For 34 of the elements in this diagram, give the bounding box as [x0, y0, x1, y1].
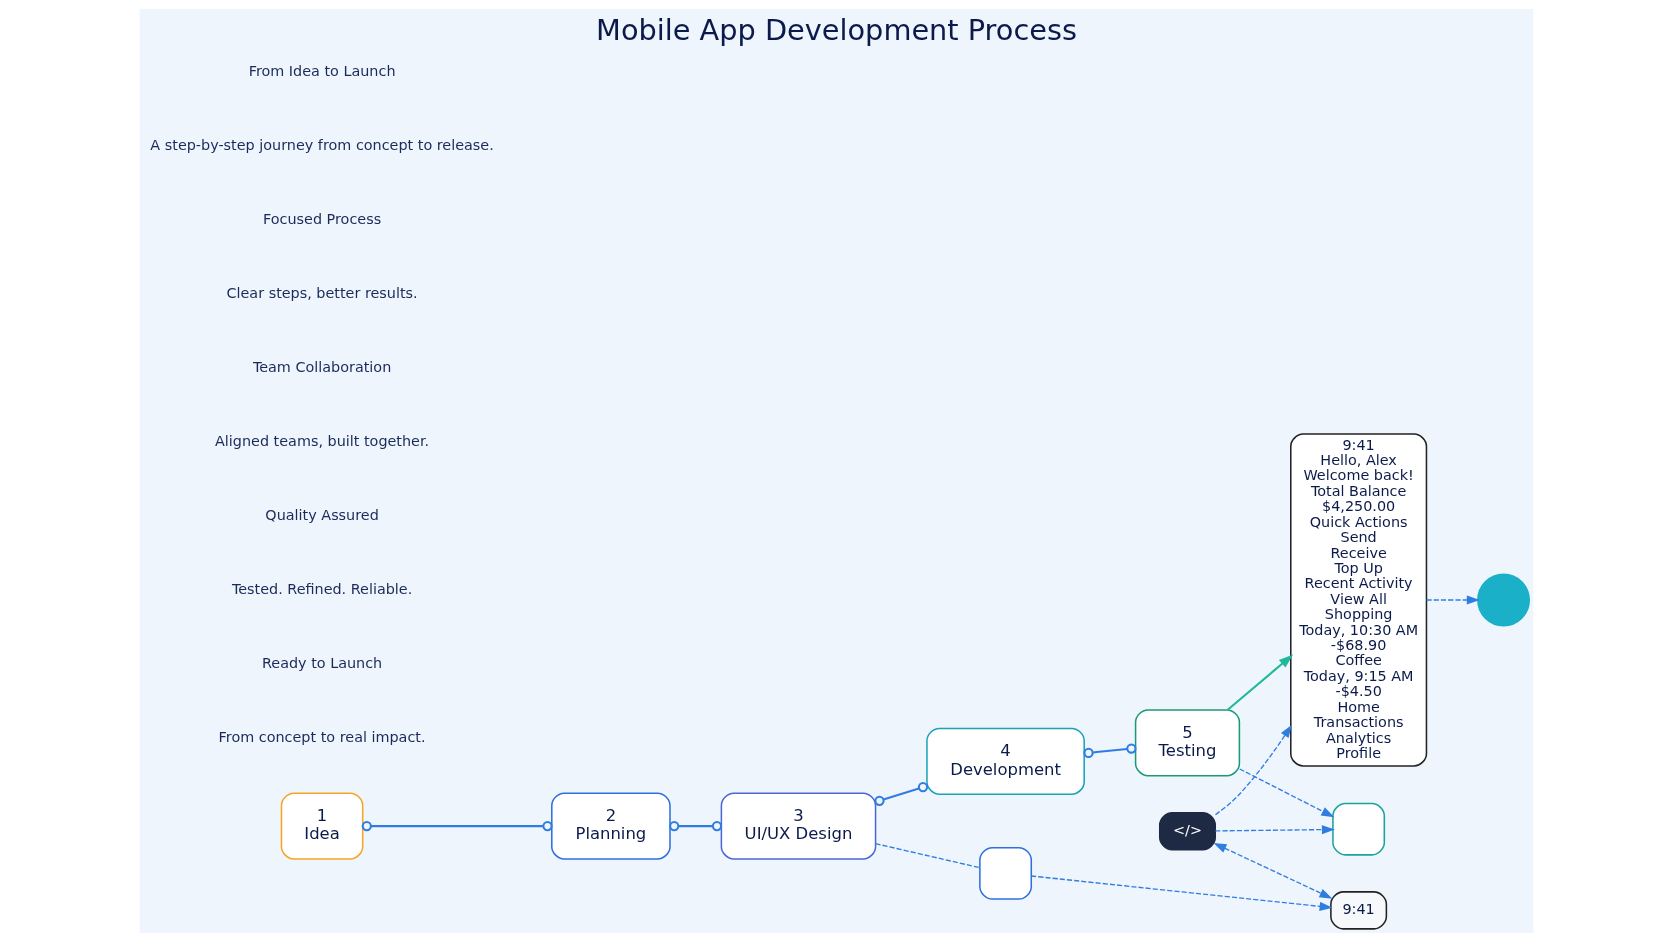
connector	[1082, 742, 1137, 758]
label: Ready to Launch	[261, 654, 382, 671]
connector	[874, 842, 980, 868]
node-box: 1 Idea	[280, 791, 363, 860]
diagram-title: Mobile App Development Process	[595, 12, 1077, 47]
connector	[668, 820, 722, 831]
node-box: 4 Development	[925, 727, 1085, 795]
node-box	[978, 846, 1032, 900]
connector	[361, 820, 553, 831]
arrow	[1425, 594, 1480, 605]
node-box: 9:41	[1329, 890, 1387, 930]
label: Quality Assured	[264, 506, 379, 523]
arrow	[1214, 824, 1335, 834]
arrow	[1238, 767, 1334, 817]
arrow	[1226, 653, 1293, 710]
node-box: 5 Testing	[1134, 708, 1240, 776]
node-box: 3 UI/UX Design	[720, 791, 876, 860]
node-box: 2 Planning	[550, 791, 671, 860]
label: Clear steps, better results.	[225, 284, 418, 301]
label: Aligned teams, built together.	[214, 432, 429, 449]
label: Team Collaboration	[252, 358, 391, 375]
node-box: 9:41 Hello, Alex Welcome back! Total Balance $4,250.00 Quick Actions Send Receive Top Up Recent Activity View All Shopping Today, 10:30 AM -$68.90 Coffee Today, 9:15 AM -$4.50 Home Transactions Analytics Profile	[1289, 432, 1427, 767]
label: From Idea to Launch	[248, 62, 395, 78]
arrow	[1213, 842, 1332, 899]
label: Focused Process	[262, 210, 381, 226]
label: From concept to real impact.	[218, 728, 426, 745]
label: A step-by-step journey from concept to release.	[149, 136, 494, 152]
node-box	[1331, 802, 1385, 856]
node-circle	[1476, 573, 1530, 626]
label: Tested. Refined. Reliable.	[231, 580, 412, 597]
node-box: </>	[1158, 811, 1216, 850]
arrow	[1030, 874, 1333, 911]
connector	[873, 781, 928, 806]
arrow	[1214, 724, 1292, 815]
